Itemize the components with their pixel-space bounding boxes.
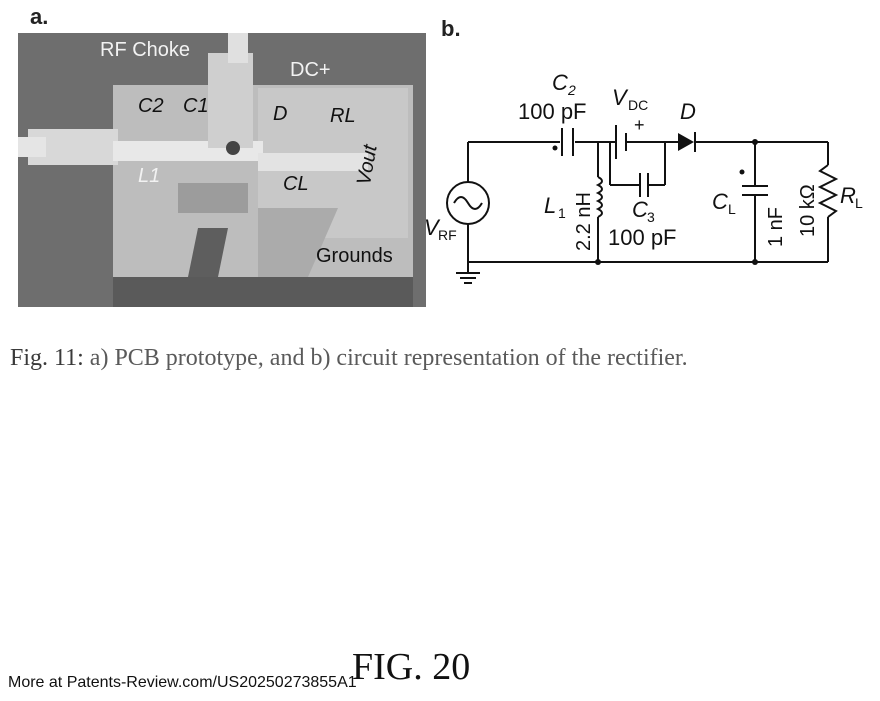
caption-prefix: Fig. 11: <box>10 345 84 371</box>
vdc-plus: + <box>634 115 645 135</box>
cl-value: 1 nF <box>765 207 787 247</box>
label-c2: C2 <box>138 95 164 117</box>
circuit-schematic: C 2 100 pF V DC + D L 1 2.2 nH C 3 100 p… <box>424 70 863 284</box>
vdc-sub: DC <box>628 97 648 113</box>
panel-a-label: a. <box>30 4 49 29</box>
figure-caption: Fig. 11: a) PCB prototype, and b) circui… <box>10 340 870 376</box>
d-label: D <box>680 99 696 124</box>
rl-name: R <box>840 183 856 208</box>
c3-value: 100 pF <box>608 225 677 250</box>
label-dc-plus: DC+ <box>290 59 331 81</box>
label-rl: RL <box>330 105 356 127</box>
label-c1: C1 <box>183 95 209 117</box>
vdc-name: V <box>612 85 629 110</box>
c3-sub: 3 <box>647 209 655 225</box>
diode-symbol <box>678 133 694 151</box>
figure-title: FIG. 20 <box>352 646 471 688</box>
label-grounds: Grounds <box>316 245 393 267</box>
c3-name: C <box>632 197 648 222</box>
panel-b-label: b. <box>441 16 461 41</box>
label-cl: CL <box>283 173 309 195</box>
rl-sub: L <box>855 195 863 211</box>
l1-sub: 1 <box>558 205 566 221</box>
vrf-sub: RF <box>438 227 457 243</box>
label-rf-choke: RF Choke <box>100 39 191 61</box>
l1-name: L <box>544 193 556 218</box>
c2-value: 100 pF <box>518 99 587 124</box>
c2-sub: 2 <box>567 82 576 98</box>
footer-link[interactable]: More at Patents-Review.com/US20250273855… <box>8 674 357 691</box>
cl-name: C <box>712 189 728 214</box>
pcb-photo: RF Choke DC+ C2 C1 D RL L1 CL Vout Groun… <box>18 33 426 307</box>
cl-sub: L <box>728 201 736 217</box>
l1-value: 2.2 nH <box>573 192 595 251</box>
c2-name: C <box>552 70 568 95</box>
label-d: D <box>273 103 288 125</box>
pcb-photo-graphic <box>18 33 426 307</box>
caption-text: a) PCB prototype, and b) circuit represe… <box>83 345 688 371</box>
label-l1: L1 <box>138 165 161 187</box>
rl-value: 10 kΩ <box>797 184 819 237</box>
vrf-name: V <box>424 215 441 240</box>
